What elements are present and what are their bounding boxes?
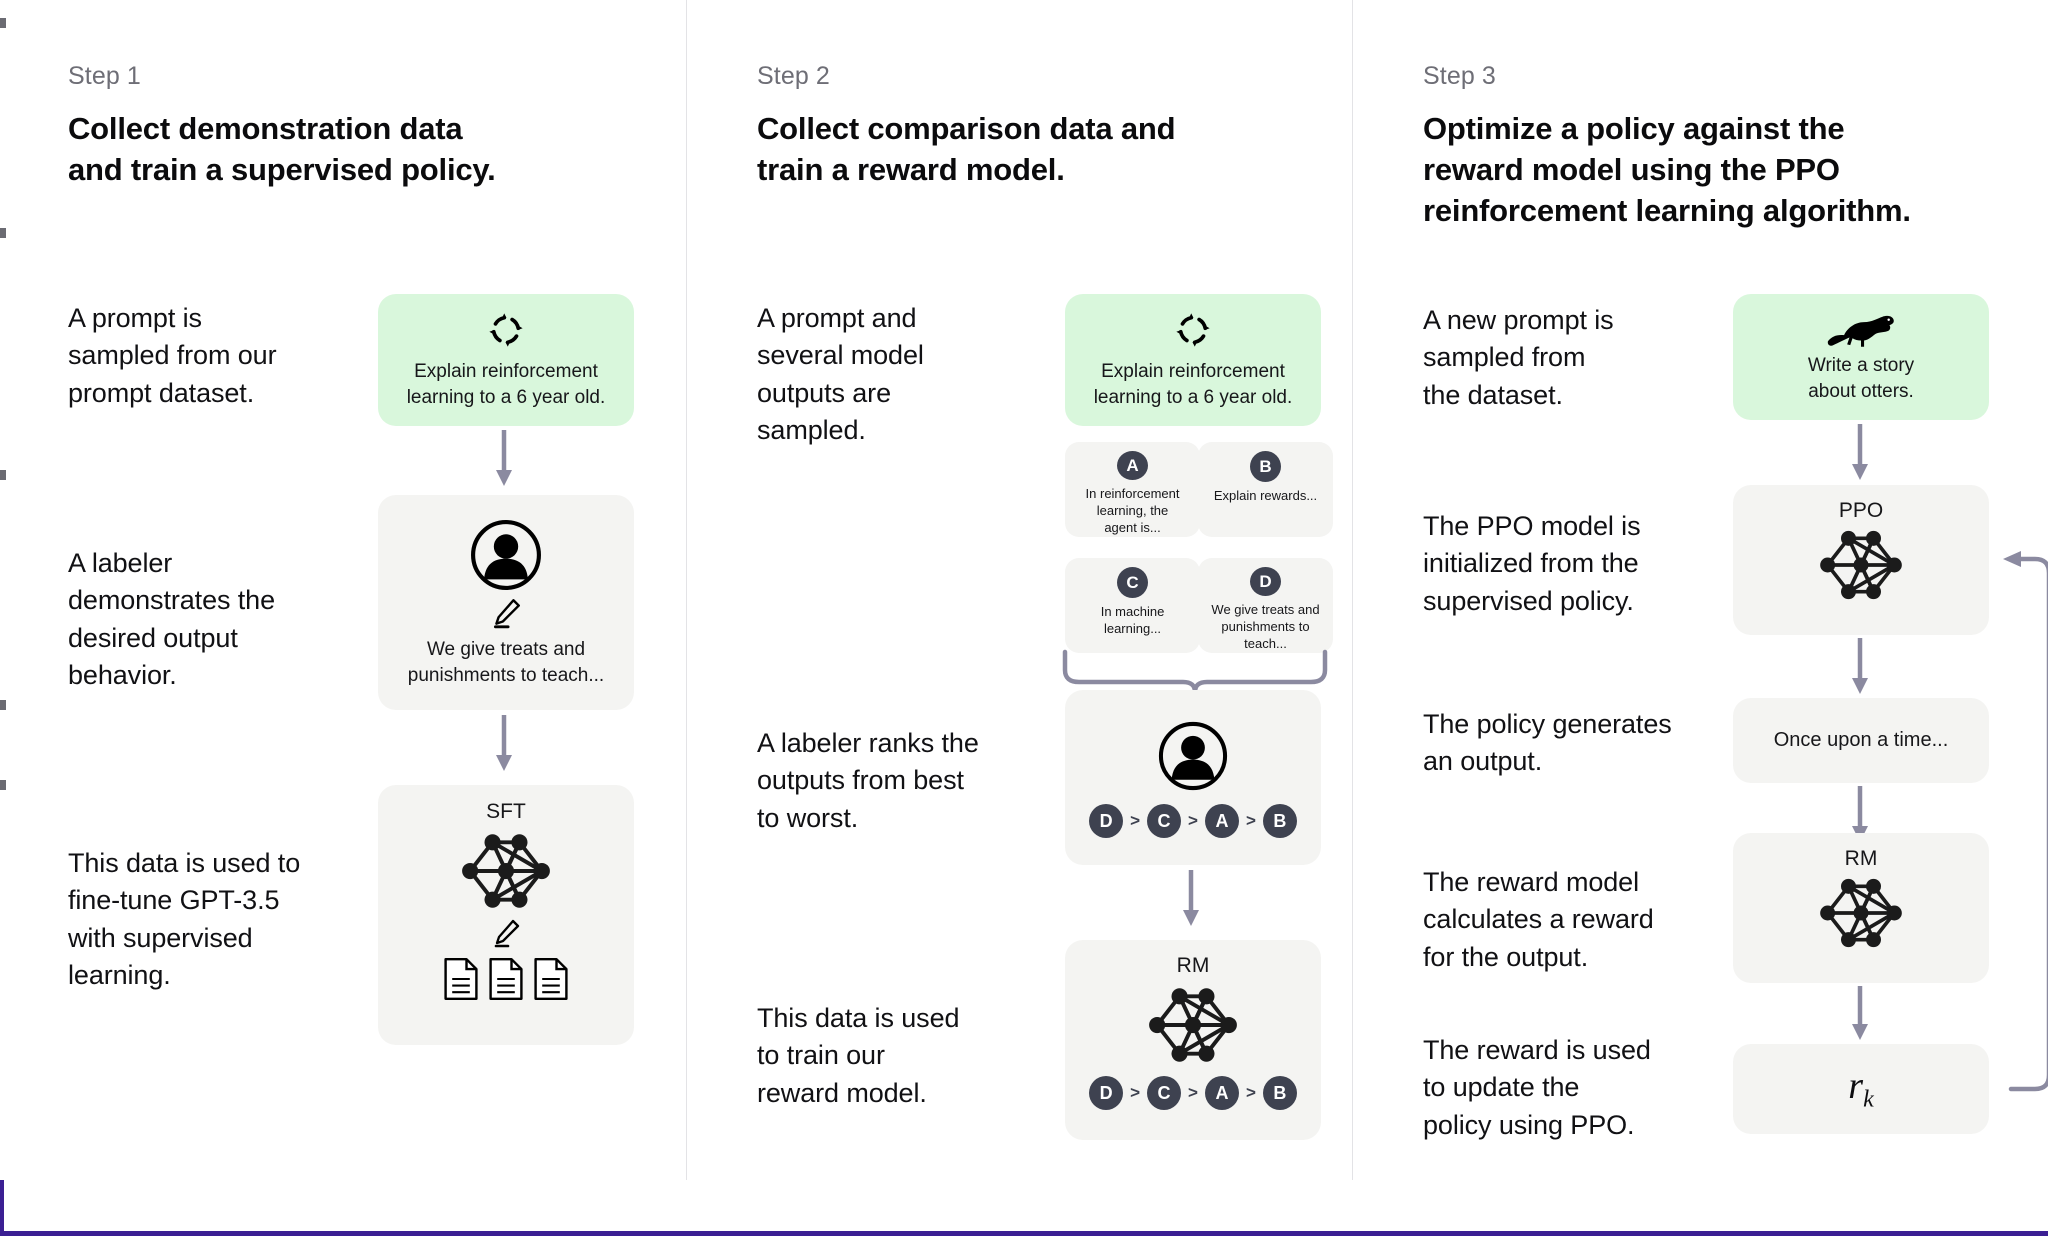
option-badge-d: D xyxy=(1250,567,1281,597)
step-2-rm-ranking-row: D > C > A > B xyxy=(1089,1076,1297,1110)
step-1-labeler-card[interactable]: We give treats and punishments to teach.… xyxy=(378,495,634,710)
step-1-prompt-card[interactable]: Explain reinforcement learning to a 6 ye… xyxy=(378,294,634,426)
step-3-ppo-title: PPO xyxy=(1838,499,1884,522)
edge-marker-1 xyxy=(0,18,6,28)
rm-rank-badge-1: D xyxy=(1089,1076,1124,1110)
step-1-arrow-2 xyxy=(493,715,515,773)
step-2-arrow-2 xyxy=(1180,870,1202,928)
step-2-description-3: This data is used to train our reward mo… xyxy=(757,1003,960,1108)
rank-badge-2: C xyxy=(1147,803,1182,838)
neural-network-icon xyxy=(452,828,560,914)
step-2-prompt-text: Explain reinforcement learning to a 6 ye… xyxy=(1093,361,1293,408)
rm-rank-separator-1: > xyxy=(1130,1083,1141,1102)
option-text-d: We give treats and punishments to teach.… xyxy=(1211,602,1320,652)
step-2-option-b[interactable]: B Explain rewards... xyxy=(1198,442,1333,537)
rm-rank-separator-3: > xyxy=(1245,1083,1256,1102)
step-1-description-3: This data is used to fine-tune GPT-3.5 w… xyxy=(68,848,301,990)
pencil-icon xyxy=(489,596,523,630)
step-2-label: Step 2 xyxy=(757,62,830,90)
neural-network-icon xyxy=(1139,982,1247,1068)
step-1-column: Step 1 Collect demonstration data and tr… xyxy=(0,0,686,1180)
person-icon xyxy=(467,516,545,594)
step-3-arrow-2 xyxy=(1849,638,1871,696)
step-3-title: Optimize a policy against the reward mod… xyxy=(1423,111,1911,228)
step-3-description-1: A new prompt is sampled from the dataset… xyxy=(1423,305,1614,410)
person-icon xyxy=(1155,718,1231,794)
documents-icon xyxy=(441,957,571,1001)
rm-rank-separator-2: > xyxy=(1188,1083,1198,1102)
step-2-column: Step 2 Collect comparison data and train… xyxy=(686,0,1352,1180)
step-1-title: Collect demonstration data and train a s… xyxy=(68,111,496,187)
rank-badge-3: A xyxy=(1204,803,1239,838)
rank-separator-3: > xyxy=(1245,810,1256,830)
step-1-prompt-text: Explain reinforcement learning to a 6 ye… xyxy=(406,361,606,408)
step-2-title: Collect comparison data and train a rewa… xyxy=(757,111,1176,187)
step-3-reward-value: rk xyxy=(1848,1064,1873,1114)
step-3-description-5: The reward is used to update the policy … xyxy=(1423,1035,1651,1140)
step-1-description-2: A labeler demonstrates the desired outpu… xyxy=(68,548,276,690)
rm-rank-badge-4: B xyxy=(1262,1076,1297,1110)
step-1-labeler-text: We give treats and punishments to teach.… xyxy=(407,639,605,686)
step-3-rm-title: RM xyxy=(1844,847,1878,870)
step-3-description-2: The PPO model is initialized from the su… xyxy=(1423,511,1641,616)
step-1-sft-card[interactable]: SFT xyxy=(378,785,634,1045)
step-1-label: Step 1 xyxy=(68,62,141,90)
reward-subscript: k xyxy=(1863,1086,1874,1113)
step-2-option-a[interactable]: A In reinforcement learning, the agent i… xyxy=(1065,442,1200,537)
refresh-cycle-icon xyxy=(485,309,527,351)
edge-marker-3 xyxy=(0,470,6,480)
window-frame-left xyxy=(0,1180,4,1236)
step-3-column: Step 3 Optimize a policy against the rew… xyxy=(1352,0,2048,1180)
edge-marker-4 xyxy=(0,700,6,710)
option-text-a: In reinforcement learning, the agent is.… xyxy=(1085,486,1180,536)
step-1-arrow-1 xyxy=(493,430,515,488)
step-2-description-1: A prompt and several model outputs are s… xyxy=(757,303,924,445)
step-3-output-text: Once upon a time... xyxy=(1773,729,1949,751)
option-badge-b: B xyxy=(1250,451,1281,482)
step-3-reward-card[interactable]: rk xyxy=(1733,1044,1989,1134)
step-3-arrow-1 xyxy=(1849,424,1871,482)
step-3-description-3: The policy generates an output. xyxy=(1423,709,1672,777)
step-2-ranking-card[interactable]: D > C > A > B xyxy=(1065,690,1321,865)
edge-marker-2 xyxy=(0,228,6,238)
rm-rank-badge-2: C xyxy=(1147,1076,1182,1110)
rank-badge-1: D xyxy=(1089,803,1124,838)
edge-marker-5 xyxy=(0,780,6,790)
step-3-output-card[interactable]: Once upon a time... xyxy=(1733,698,1989,783)
option-badge-a: A xyxy=(1117,451,1148,481)
step-3-feedback-loop-arrow xyxy=(1989,551,2048,1093)
step-3-arrow-4 xyxy=(1849,986,1871,1042)
otter-icon xyxy=(1824,309,1898,349)
rank-separator-2: > xyxy=(1188,810,1198,830)
step-3-description-4: The reward model calculates a reward for… xyxy=(1423,867,1654,972)
option-badge-c: C xyxy=(1117,567,1148,598)
step-2-rm-title: RM xyxy=(1176,954,1210,977)
step-2-rm-card[interactable]: RM xyxy=(1065,940,1321,1140)
step-3-label: Step 3 xyxy=(1423,62,1496,90)
option-text-c: In machine learning... xyxy=(1100,604,1165,636)
reward-symbol: r xyxy=(1848,1065,1864,1108)
step-3-prompt-text: Write a story about otters. xyxy=(1807,355,1915,402)
step-2-prompt-card[interactable]: Explain reinforcement learning to a 6 ye… xyxy=(1065,294,1321,426)
step-3-prompt-card[interactable]: Write a story about otters. xyxy=(1733,294,1989,420)
step-2-description-2: A labeler ranks the outputs from best to… xyxy=(757,728,979,833)
neural-network-icon xyxy=(1811,525,1911,605)
step-2-ranking-row: D > C > A > B xyxy=(1089,803,1297,838)
option-text-b: Explain rewards... xyxy=(1213,488,1318,503)
steps-container: Step 1 Collect demonstration data and tr… xyxy=(0,0,2048,1180)
rank-separator-1: > xyxy=(1130,810,1141,830)
step-3-ppo-card[interactable]: PPO xyxy=(1733,485,1989,635)
step-3-rm-card[interactable]: RM xyxy=(1733,833,1989,983)
pencil-icon xyxy=(490,917,522,949)
step-1-sft-title: SFT xyxy=(486,800,526,823)
refresh-cycle-icon xyxy=(1172,309,1214,351)
step-2-option-c[interactable]: C In machine learning... xyxy=(1065,558,1200,653)
rm-rank-badge-3: A xyxy=(1204,1076,1239,1110)
step-1-description-1: A prompt is sampled from our prompt data… xyxy=(68,303,277,408)
step-2-option-d[interactable]: D We give treats and punishments to teac… xyxy=(1198,558,1333,653)
neural-network-icon xyxy=(1811,873,1911,953)
rank-badge-4: B xyxy=(1262,803,1297,838)
window-frame-bottom xyxy=(0,1231,2048,1236)
